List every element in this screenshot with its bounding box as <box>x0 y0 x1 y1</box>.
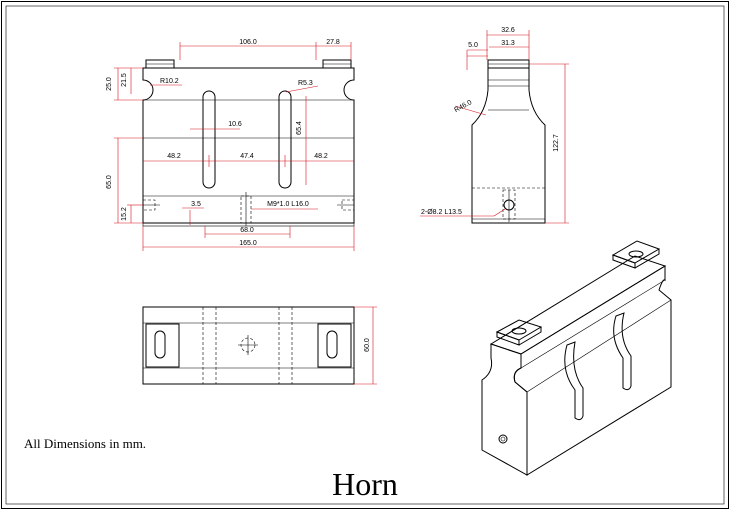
dim-48-2-right: 48.2 <box>314 153 328 160</box>
dim-27-8: 27.8 <box>326 39 340 46</box>
dim-32-6: 32.6 <box>501 27 515 34</box>
dim-65: 65.0 <box>106 175 113 189</box>
inner-border <box>5 5 725 505</box>
dim-106: 106.0 <box>239 39 257 46</box>
dim-r5-3: R5.3 <box>298 80 313 87</box>
dim-165: 165.0 <box>239 240 257 247</box>
drawing-title: Horn <box>332 466 398 502</box>
isometric-view <box>481 240 672 476</box>
dimension-note: All Dimensions in mm. <box>24 436 146 451</box>
dim-60: 60.0 <box>364 338 371 352</box>
dim-65-4: 65.4 <box>296 121 303 135</box>
dim-holes: 2-Ø8.2 L13.5 <box>421 209 462 216</box>
dim-3-5: 3.5 <box>191 201 201 208</box>
dim-r10-2: R10.2 <box>160 78 179 85</box>
dim-thread: M9*1.0 L16.0 <box>267 201 309 208</box>
dim-10-6: 10.6 <box>228 121 242 128</box>
dim-25: 25.0 <box>106 77 113 91</box>
top-view: 60.0 <box>142 306 377 385</box>
dim-r46: R46.0 <box>453 99 473 114</box>
dim-47-4: 47.4 <box>240 153 254 160</box>
dim-15-2: 15.2 <box>121 207 128 221</box>
dim-122-7: 122.7 <box>553 134 560 152</box>
dim-5: 5.0 <box>468 42 478 49</box>
front-view: 106.0 27.8 25.0 21.5 R10.2 R5.3 10.6 65.… <box>106 39 355 251</box>
dim-68: 68.0 <box>240 227 254 234</box>
dim-48-2-left: 48.2 <box>167 153 181 160</box>
side-view: 32.6 31.3 5.0 R46.0 122.7 2-Ø8.2 L13.5 <box>420 27 569 224</box>
dim-31-3: 31.3 <box>501 40 515 47</box>
dim-21-5: 21.5 <box>121 73 128 87</box>
